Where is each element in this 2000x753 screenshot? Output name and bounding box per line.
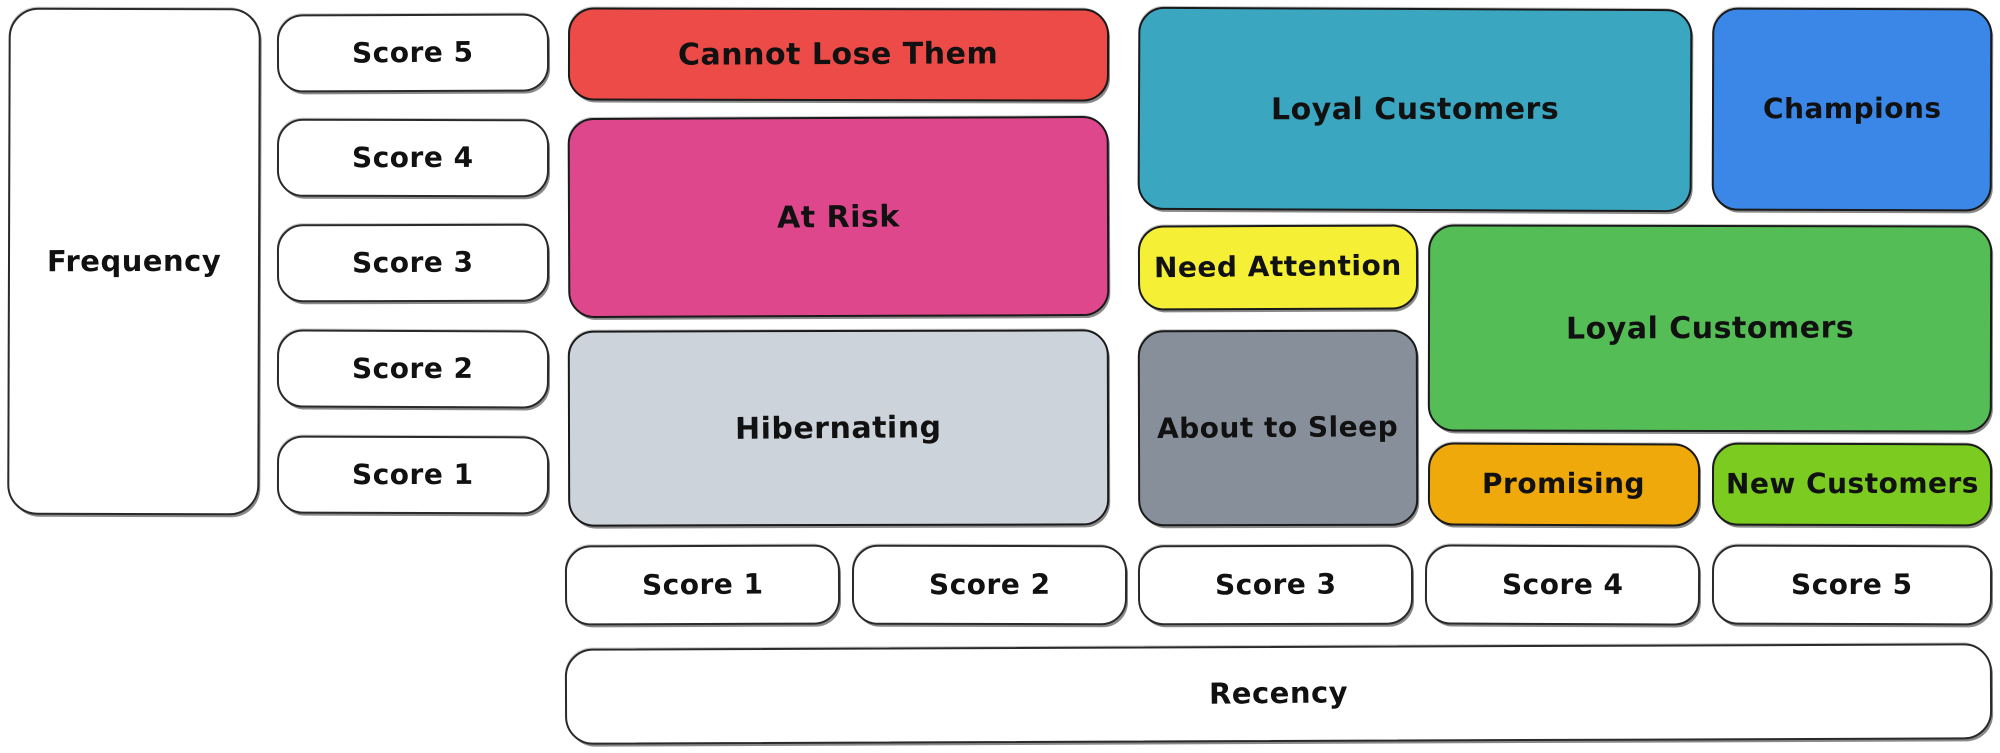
segment-need-attention[interactable]: Need Attention bbox=[1137, 224, 1419, 311]
segment-label: Loyal Customers bbox=[1270, 91, 1560, 128]
segment-label: About to Sleep bbox=[1157, 409, 1399, 445]
segment-label: Hibernating bbox=[735, 409, 942, 447]
frequency-score-3[interactable]: Score 3 bbox=[276, 223, 550, 303]
frequency-axis-label: Frequency bbox=[7, 7, 261, 516]
recency-score-5[interactable]: Score 5 bbox=[1711, 544, 1993, 626]
recency-score-4[interactable]: Score 4 bbox=[1424, 544, 1701, 626]
segment-about-to-sleep[interactable]: About to Sleep bbox=[1137, 329, 1419, 527]
frequency-score-5[interactable]: Score 5 bbox=[276, 13, 550, 93]
segment-label: Loyal Customers bbox=[1565, 310, 1855, 347]
frequency-score-1[interactable]: Score 1 bbox=[276, 435, 550, 515]
segment-label: At Risk bbox=[776, 198, 901, 236]
segment-label: Need Attention bbox=[1153, 248, 1403, 285]
segment-at-risk[interactable]: At Risk bbox=[567, 115, 1110, 319]
segment-label: New Customers bbox=[1725, 466, 1979, 501]
segment-label: Promising bbox=[1482, 466, 1646, 501]
segment-label: Champions bbox=[1762, 91, 1942, 126]
segment-loyal-customers-teal[interactable]: Loyal Customers bbox=[1137, 6, 1693, 213]
recency-score-2[interactable]: Score 2 bbox=[851, 544, 1128, 626]
segment-promising[interactable]: Promising bbox=[1427, 442, 1701, 527]
recency-score-3[interactable]: Score 3 bbox=[1137, 544, 1414, 626]
segment-label: Cannot Lose Them bbox=[678, 36, 999, 73]
frequency-axis-label-text: Frequency bbox=[46, 243, 222, 278]
frequency-score-4[interactable]: Score 4 bbox=[276, 118, 550, 198]
recency-axis-label: Recency bbox=[564, 643, 1993, 745]
frequency-score-2[interactable]: Score 2 bbox=[276, 329, 550, 409]
segment-hibernating[interactable]: Hibernating bbox=[567, 329, 1110, 527]
segment-new-customers[interactable]: New Customers bbox=[1711, 442, 1993, 527]
recency-axis-label-text: Recency bbox=[1208, 675, 1349, 711]
segment-cannot-lose-them[interactable]: Cannot Lose Them bbox=[567, 7, 1110, 102]
recency-score-1[interactable]: Score 1 bbox=[564, 544, 841, 626]
segment-loyal-customers-green[interactable]: Loyal Customers bbox=[1427, 224, 1993, 433]
segment-champions[interactable]: Champions bbox=[1711, 7, 1993, 212]
